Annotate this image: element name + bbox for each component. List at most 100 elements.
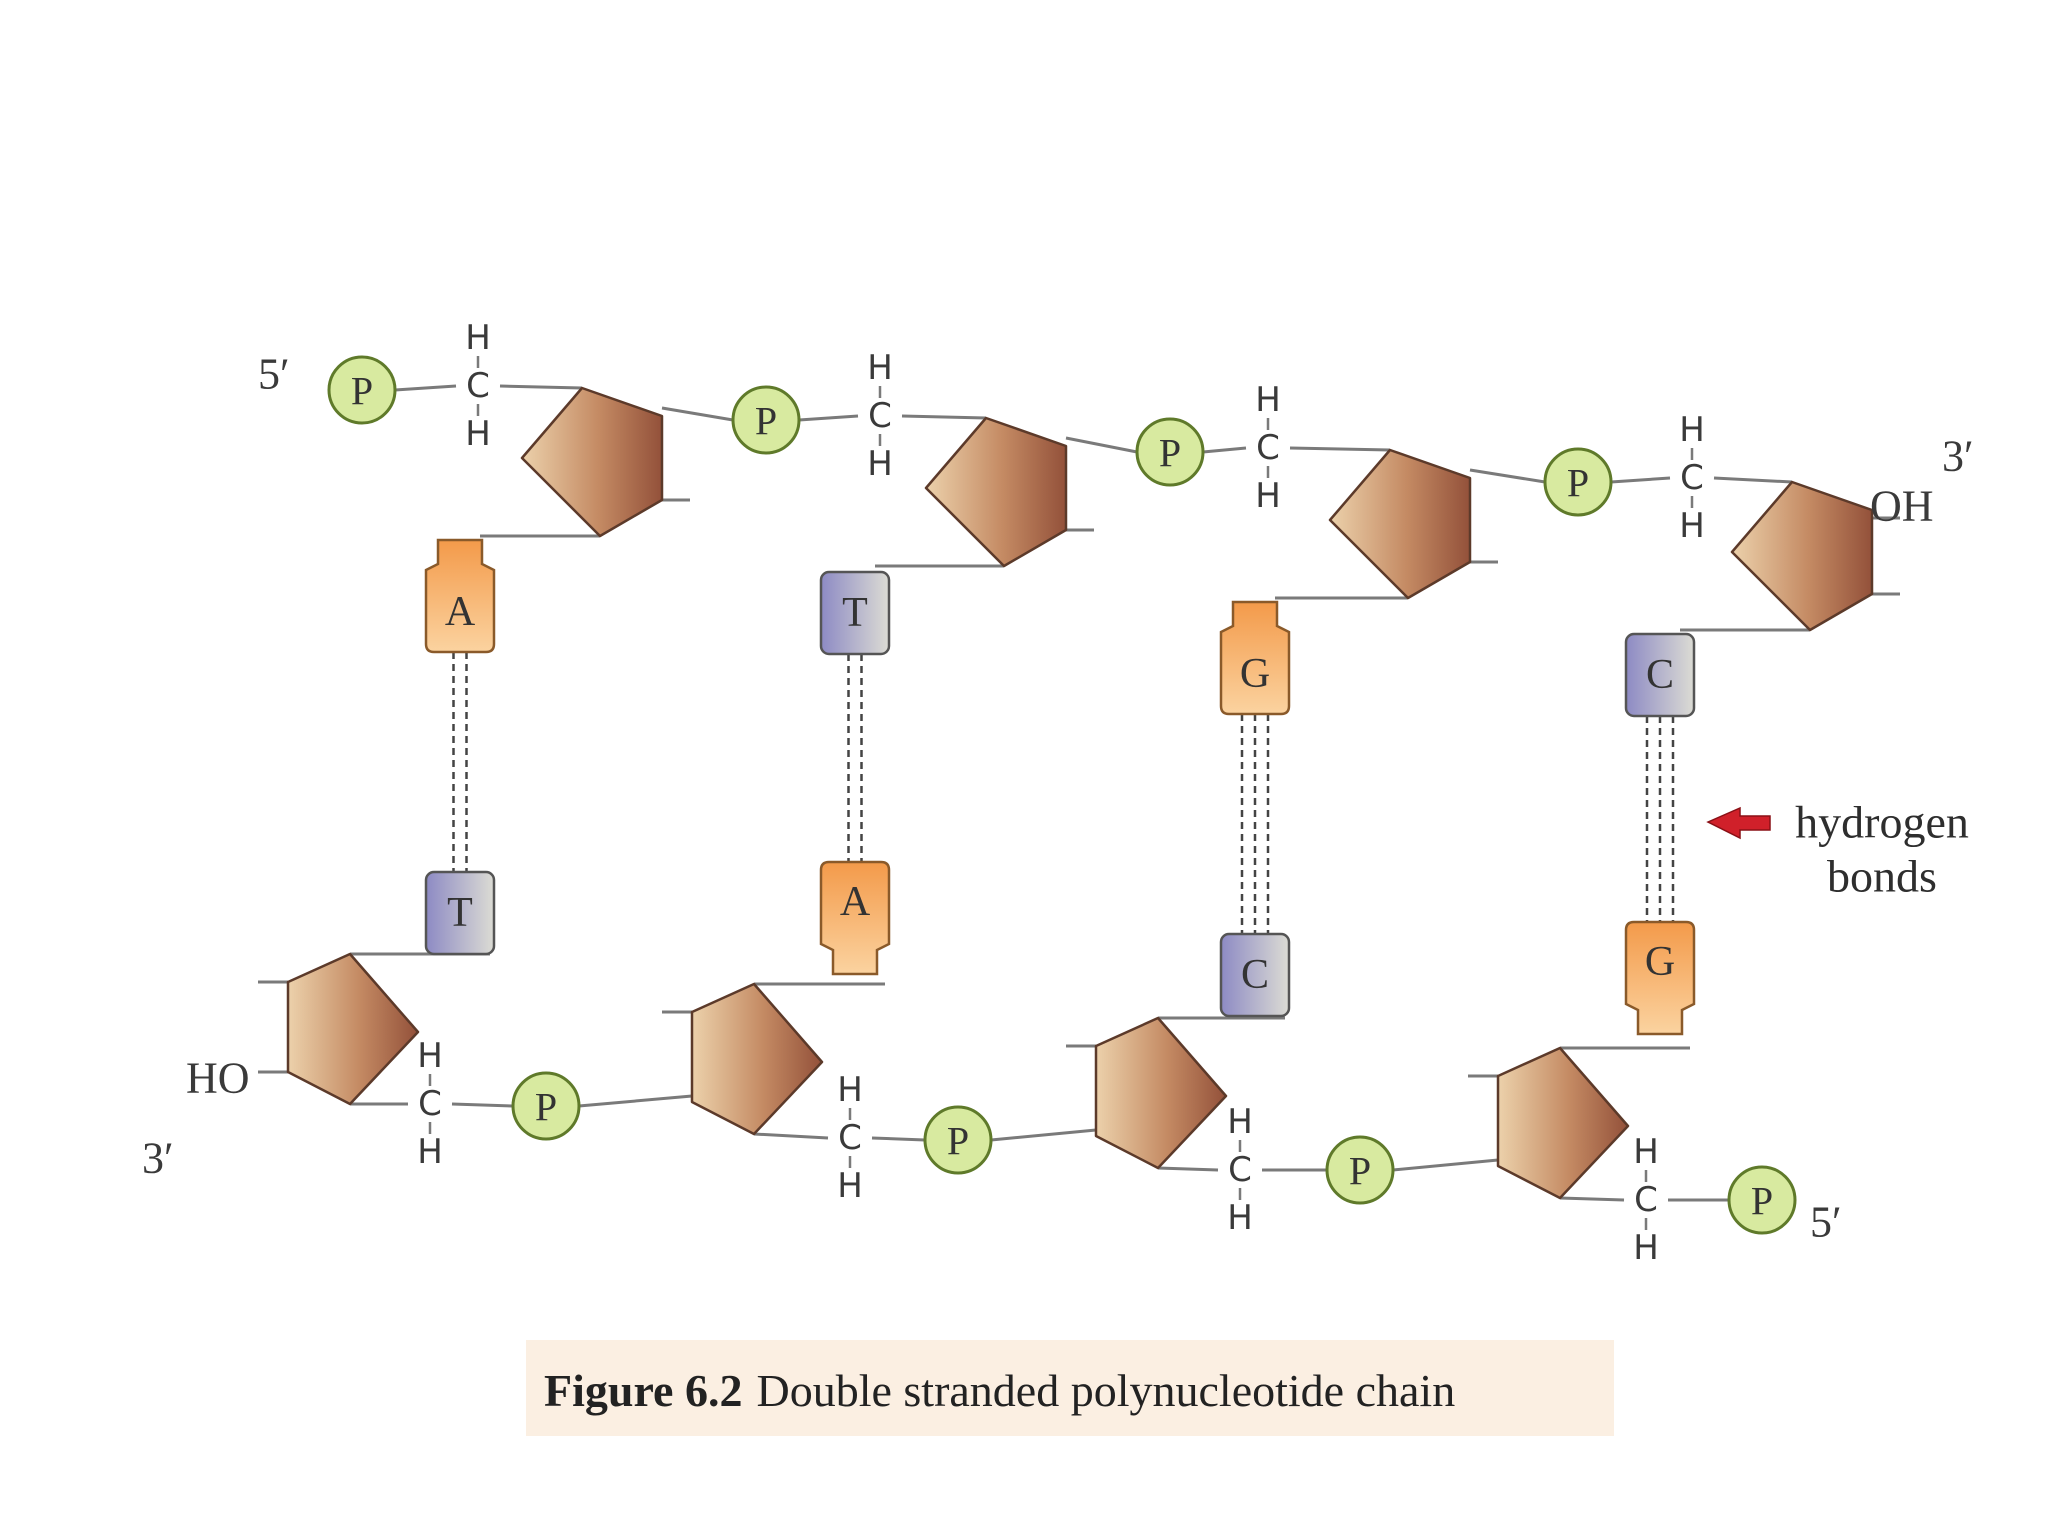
base-block [1624,632,1696,718]
phosphate-group [1325,1135,1395,1205]
phosphate-group [1543,447,1613,517]
carbon-atom: C [868,396,892,436]
base-label: G [1645,939,1675,985]
hydrogen-atom: H [1255,380,1281,420]
deoxyribose-sugar [1730,480,1874,632]
caption-box [526,1340,1614,1436]
base-t [819,570,891,656]
deoxyribose-sugar [286,952,420,1106]
hydrogen-atom: H [867,444,893,484]
phosphate-group [731,385,801,455]
phosphate-group [1727,1165,1797,1235]
three-prime-label-top: 3′ [1942,432,1974,481]
base-block [1219,932,1291,1018]
hydrogen-atom: H [1679,506,1705,546]
base-g [1624,920,1696,1036]
phosphate-label: P [1349,1149,1371,1194]
phosphate-ch2-bond [798,414,859,422]
carbon-atom: C [466,366,490,406]
carbon-atom: C [1228,1150,1252,1190]
hydroxyl-label-left: HO [186,1054,250,1103]
hydrogen-bonds-label-line1: hydrogen [1795,797,1969,848]
carbon-atom: C [418,1084,442,1124]
phosphate-label: P [755,399,777,444]
carbon-atom: C [838,1118,862,1158]
sugar-ch2-bond [1559,1196,1625,1202]
hydrogen-atom: H [417,1132,443,1172]
phosphate-label: P [535,1085,557,1130]
sugar-ch2-bond [1157,1166,1219,1172]
deoxyribose-sugar [690,982,824,1136]
ch2-sugar-bond [1713,476,1793,484]
base-label: T [842,590,868,636]
sugar-phosphate-bond [661,406,734,422]
sugar-phosphate-bond [1469,468,1546,484]
carbon-atom: C [1680,458,1704,498]
base-label: T [447,890,473,936]
hydrogen-atom: H [837,1166,863,1206]
pointer-arrow-icon [1706,806,1771,840]
hydrogen-atom: H [1255,476,1281,516]
phosphate-ch2-bond [394,384,457,392]
five-prime-label-top: 5′ [258,350,290,399]
phosphate-group [511,1071,581,1141]
phosphate-label: P [947,1119,969,1164]
phosphate-label: P [1159,431,1181,476]
base-block [1624,920,1696,1036]
base-g [1219,600,1291,716]
phosphate-label: P [1567,461,1589,506]
deoxyribose-sugar [1496,1046,1630,1200]
base-block [819,860,891,976]
backbone-lines [258,356,1900,1230]
deoxyribose-sugar [520,386,664,538]
hydrogen-atom: H [867,348,893,388]
base-block [424,538,496,654]
ch2-sugar-bond [901,414,987,420]
hydrogen-atom: H [1633,1228,1659,1268]
ch2-phosphate-bond [871,1136,926,1142]
base-block [424,870,496,956]
phosphate-group [1135,417,1205,487]
phosphate-ch2-bond [1202,446,1247,454]
hydrogen-atom: H [1227,1102,1253,1142]
hydrogen-atom: H [465,318,491,358]
hydrogen-bonds-label-line2: bonds [1827,851,1937,902]
sugar-phosphate-bond [1065,436,1138,454]
base-label: C [1241,952,1269,998]
base-block [819,570,891,656]
hydrogen-atom: H [1633,1132,1659,1172]
phosphate-group [327,355,397,425]
hydrogen-atom: H [1227,1198,1253,1238]
hydrogen-atom: H [1679,410,1705,450]
base-label: C [1646,652,1674,698]
base-c [1624,632,1696,718]
phosphate-sugar-bond [578,1094,693,1108]
hydrogen-atom: H [465,414,491,454]
three-prime-label-bottom: 3′ [142,1134,174,1183]
phosphate-group [923,1105,993,1175]
base-label: G [1240,651,1270,697]
hydroxyl-label-right: OH [1870,482,1934,531]
phosphate-ch2-bond [1610,476,1671,484]
phosphate-sugar-bond [990,1128,1097,1142]
hydrogen-atom: H [417,1036,443,1076]
ch2-sugar-bond [499,384,583,390]
carbon-atom: C [1256,428,1280,468]
base-label: A [445,589,476,635]
sugar-ch2-bond [753,1132,829,1140]
base-t [424,870,496,956]
caption-figure-number: Figure 6.2 [544,1365,742,1416]
carbon-atom: C [1634,1180,1658,1220]
five-prime-label-bottom: 5′ [1810,1198,1842,1247]
base-a [819,860,891,976]
base-a [424,538,496,654]
phosphate-label: P [1751,1179,1773,1224]
molecule-shapes [286,355,1874,1436]
phosphate-sugar-bond [1392,1158,1499,1172]
base-c [1219,932,1291,1018]
deoxyribose-sugar [1094,1016,1228,1170]
deoxyribose-sugar [1328,448,1472,600]
